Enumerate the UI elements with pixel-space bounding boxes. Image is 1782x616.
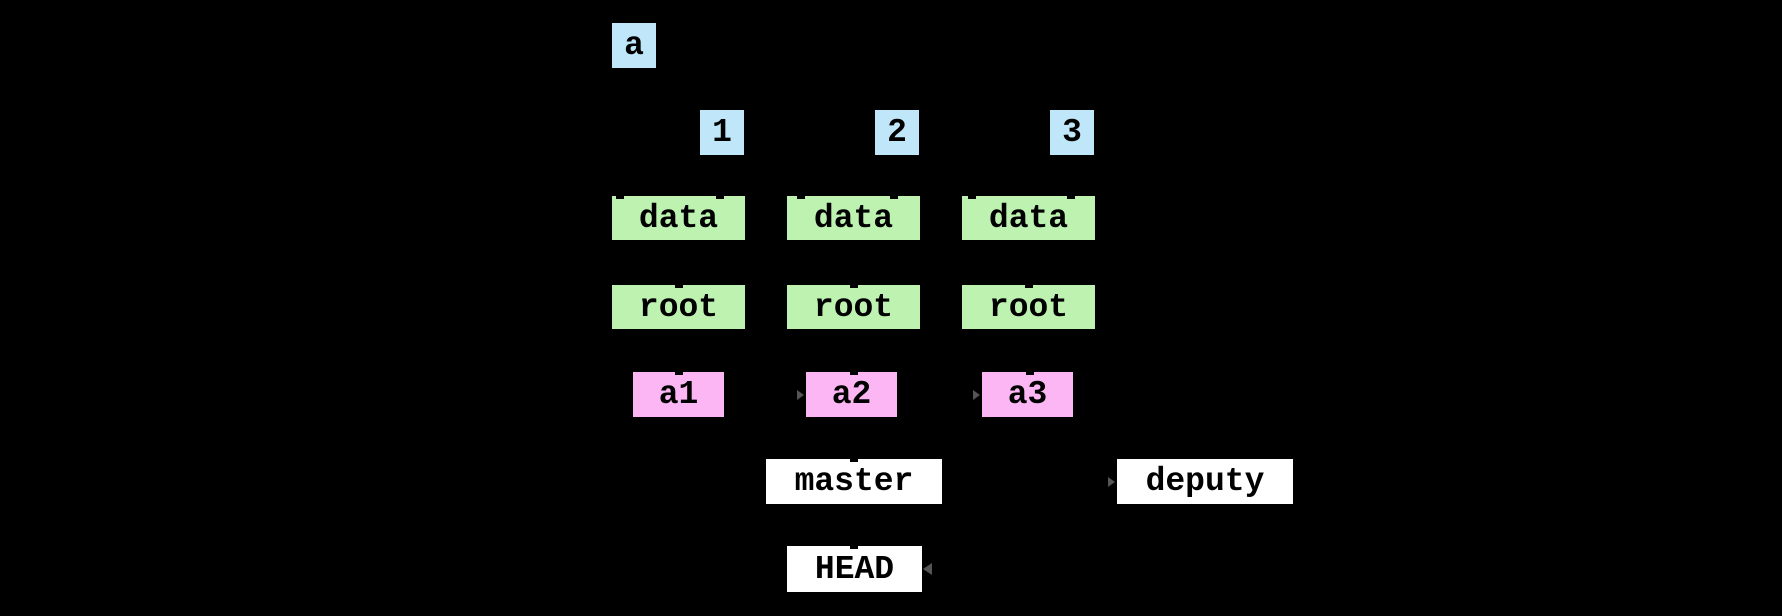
node-head: HEAD bbox=[787, 546, 922, 592]
arrow-notch-notch-a3 bbox=[1026, 369, 1034, 375]
arrow-notch-notch-data3-b bbox=[1067, 193, 1075, 199]
arrow-notch-notch-root2 bbox=[850, 282, 858, 288]
node-commit-a2: a2 bbox=[806, 372, 897, 417]
node-tree-data-3: data bbox=[962, 196, 1095, 240]
arrow-notch-notch-data3-a bbox=[968, 193, 976, 199]
node-num-2: 2 bbox=[875, 110, 919, 155]
edge-remnant-edge-into-deputy bbox=[1108, 477, 1115, 487]
arrow-notch-notch-root3 bbox=[1025, 282, 1033, 288]
arrow-notch-notch-data2-b bbox=[890, 193, 898, 199]
node-commit-a3: a3 bbox=[982, 372, 1073, 417]
arrow-notch-notch-master bbox=[850, 456, 858, 462]
node-num-1: 1 bbox=[700, 110, 744, 155]
edge-remnant-edge-into-a2 bbox=[797, 390, 804, 400]
arrow-notch-notch-data2-a bbox=[797, 193, 805, 199]
node-commit-a1: a1 bbox=[633, 372, 724, 417]
arrow-notch-notch-data1-a bbox=[616, 193, 624, 199]
arrow-notch-notch-a1 bbox=[675, 369, 683, 375]
node-branch-deputy: deputy bbox=[1117, 459, 1293, 504]
node-tree-root-3: root bbox=[962, 285, 1095, 329]
arrow-notch-notch-data1-b bbox=[716, 193, 724, 199]
node-tree-data-2: data bbox=[787, 196, 920, 240]
arrow-notch-notch-a2 bbox=[850, 369, 858, 375]
node-tree-root-1: root bbox=[612, 285, 745, 329]
node-tree-root-2: root bbox=[787, 285, 920, 329]
edge-remnant-edge-into-a3 bbox=[973, 390, 980, 400]
arrow-notch-notch-root1 bbox=[675, 282, 683, 288]
node-tree-data-1: data bbox=[612, 196, 745, 240]
node-num-3: 3 bbox=[1050, 110, 1094, 155]
arrow-notch-notch-head bbox=[850, 543, 858, 549]
node-branch-master: master bbox=[766, 459, 942, 504]
node-file-a: a bbox=[612, 23, 656, 68]
edge-remnant-edge-from-head bbox=[923, 563, 932, 575]
